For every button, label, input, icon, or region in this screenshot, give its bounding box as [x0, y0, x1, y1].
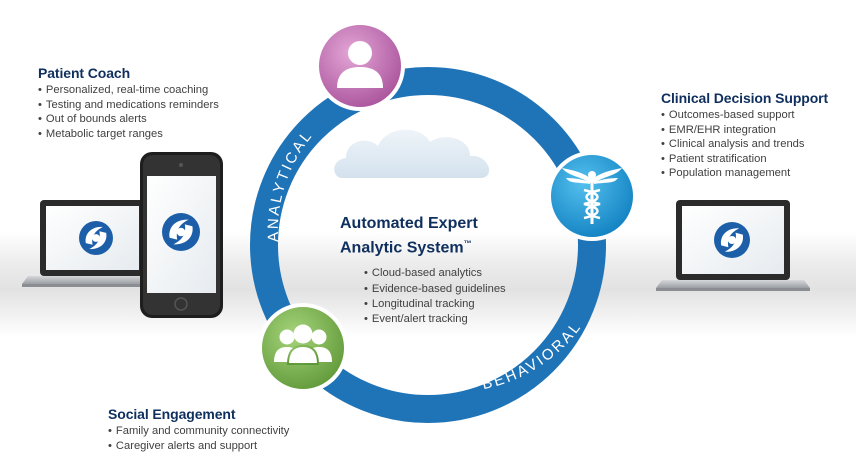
- node-social: [258, 303, 348, 393]
- list-item: Caregiver alerts and support: [108, 439, 289, 454]
- cloud-icon: [334, 129, 490, 178]
- trademark-symbol: ™: [463, 239, 472, 248]
- list-item: Evidence-based guidelines: [364, 282, 520, 297]
- smartphone: [140, 152, 223, 318]
- list-item: Cloud-based analytics: [364, 266, 520, 281]
- left-laptop: [22, 200, 164, 287]
- center-title-line1: Automated Expert: [340, 215, 478, 232]
- list-item: EMR/EHR integration: [661, 123, 828, 138]
- clinical-decision-support-block: Clinical Decision Support Outcomes-based…: [661, 90, 828, 181]
- list-item: Out of bounds alerts: [38, 112, 219, 127]
- social-engagement-block: Social Engagement Family and community c…: [108, 406, 289, 453]
- clinical-decision-support-list: Outcomes-based support EMR/EHR integrati…: [661, 108, 828, 181]
- swirl-logo-icon: [162, 213, 200, 251]
- right-laptop: [656, 200, 810, 291]
- caduceus-icon: [562, 168, 622, 224]
- list-item: Population management: [661, 166, 828, 181]
- node-patient: [315, 21, 405, 111]
- list-item: Longitudinal tracking: [364, 297, 520, 312]
- person-icon: [337, 41, 383, 88]
- list-item: Event/alert tracking: [364, 312, 520, 327]
- swirl-logo-icon: [79, 221, 113, 255]
- patient-coach-block: Patient Coach Personalized, real-time co…: [38, 65, 219, 141]
- list-item: Metabolic target ranges: [38, 127, 219, 142]
- swirl-logo-icon: [714, 222, 750, 258]
- patient-coach-title: Patient Coach: [38, 65, 131, 81]
- analytics-ring: [250, 67, 606, 423]
- social-engagement-list: Family and community connectivity Caregi…: [108, 424, 289, 453]
- list-item: Family and community connectivity: [108, 424, 289, 439]
- clinical-decision-support-title: Clinical Decision Support: [661, 90, 829, 106]
- list-item: Clinical analysis and trends: [661, 137, 828, 152]
- group-icon: [274, 324, 332, 365]
- node-clinical: [547, 151, 637, 241]
- center-system-block: Automated Expert Analytic System™ Cloud-…: [340, 214, 520, 327]
- social-engagement-title: Social Engagement: [108, 406, 236, 422]
- patient-coach-list: Personalized, real-time coaching Testing…: [38, 83, 219, 141]
- list-item: Patient stratification: [661, 152, 828, 167]
- list-item: Testing and medications reminders: [38, 98, 219, 113]
- center-title-line2: Analytic System: [340, 239, 464, 257]
- list-item: Outcomes-based support: [661, 108, 828, 123]
- center-title: Automated Expert Analytic System™: [340, 214, 520, 258]
- list-item: Personalized, real-time coaching: [38, 83, 219, 98]
- center-feature-list: Cloud-based analytics Evidence-based gui…: [364, 266, 520, 327]
